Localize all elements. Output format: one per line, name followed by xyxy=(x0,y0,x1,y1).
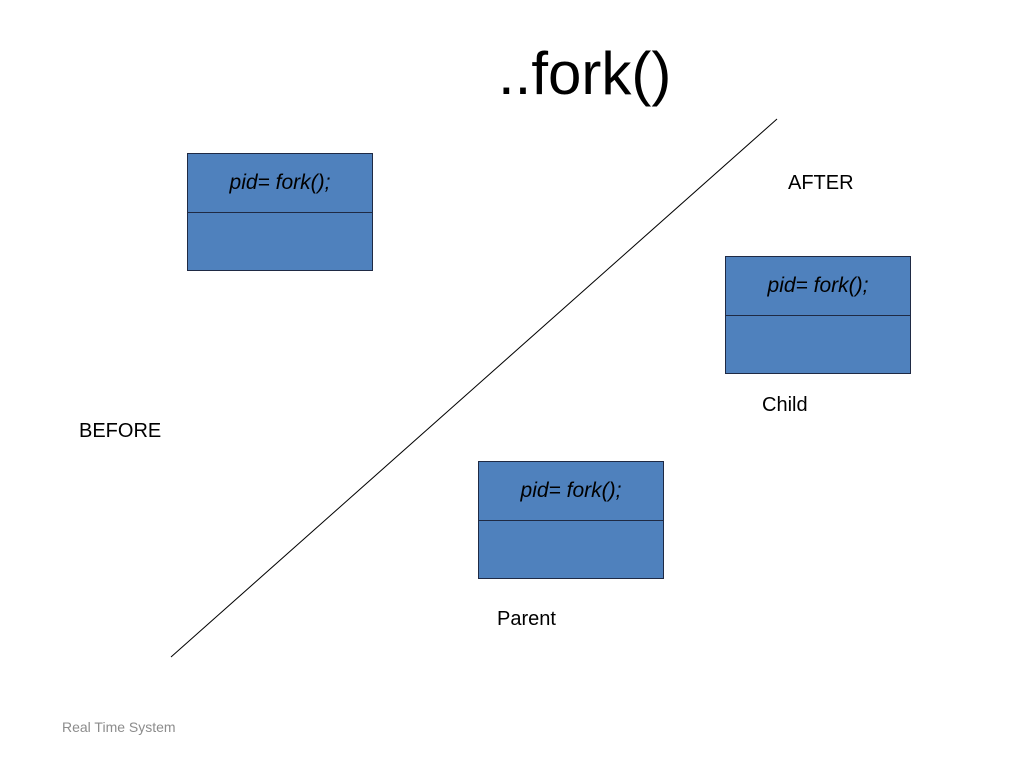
child-process-box: pid= fork(); xyxy=(725,256,911,374)
before-label: BEFORE xyxy=(79,420,162,442)
slide-title: ..fork() xyxy=(498,40,672,107)
before-process-empty-section xyxy=(188,213,372,271)
parent-process-box: pid= fork(); xyxy=(478,461,664,579)
slide-footer: Real Time System xyxy=(62,719,176,735)
parent-process-empty-section xyxy=(479,521,663,579)
child-process-code: pid= fork(); xyxy=(726,257,910,316)
before-process-box: pid= fork(); xyxy=(187,153,373,271)
parent-process-code: pid= fork(); xyxy=(479,462,663,521)
child-label: Child xyxy=(762,394,808,416)
parent-label: Parent xyxy=(497,608,556,630)
before-process-code: pid= fork(); xyxy=(188,154,372,213)
child-process-empty-section xyxy=(726,316,910,374)
after-label: AFTER xyxy=(788,172,854,194)
